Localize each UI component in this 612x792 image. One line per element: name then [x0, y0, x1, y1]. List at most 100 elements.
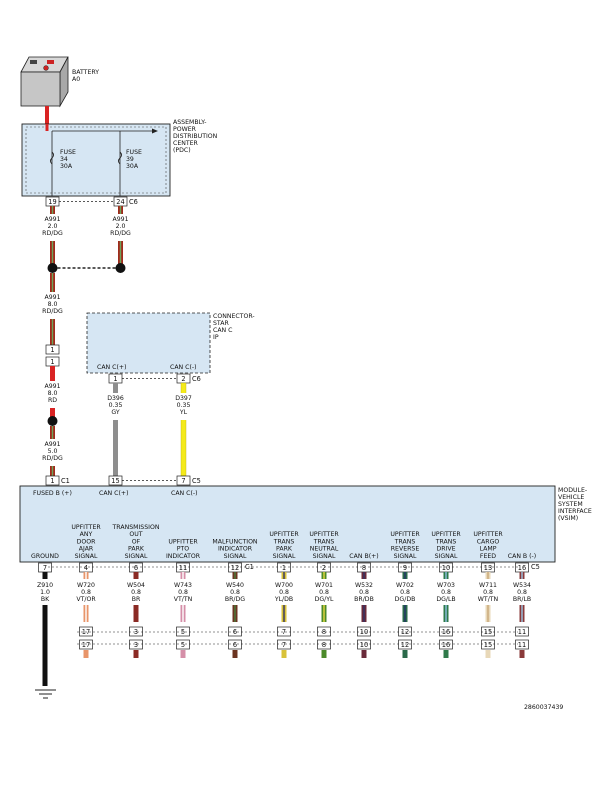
inline-pin-bottom-label: 12 [401, 641, 409, 649]
wire-label-line: W711 [479, 582, 497, 589]
circuit-label-line: TRANS [313, 538, 335, 545]
star-connector-c6: C6 [192, 375, 201, 383]
inline-pin-bottom-label: 15 [484, 641, 492, 649]
wire-label-line: W703 [437, 582, 455, 589]
vsim-output-circuits: GROUND7Z9101.0BKUPFITTERANYDOORAJARSIGNA… [31, 524, 536, 686]
circuit-label-line: FEED [480, 553, 496, 560]
circuit-label-line: OUT [129, 531, 142, 538]
inline-pin-top [357, 626, 371, 637]
wire-tail [133, 650, 139, 658]
circuit-label-line: UPFITTER [269, 531, 299, 538]
wire-tail [485, 650, 491, 658]
splice-dot-left [47, 263, 58, 273]
wire-label-line: 0.8 [178, 589, 188, 596]
circuit-label-line: UPFITTER [309, 531, 339, 538]
vsim-box [19, 485, 556, 563]
svg-text:15: 15 [111, 477, 119, 485]
pdc-inner-border [25, 126, 167, 194]
vsim-pin-label: 9 [403, 564, 407, 572]
document-id: 2860037439 [524, 704, 563, 711]
circuit-label-line: CAN B(+) [349, 553, 378, 560]
battery-icon [20, 56, 69, 108]
vsim-pin-label: 2 [322, 564, 326, 572]
wire-label-d397: D397 0.35 YL [175, 395, 192, 416]
inline-pin-top-label: 10 [360, 628, 368, 636]
circuit-label-line: DRIVE [436, 546, 455, 553]
svg-text:A991: A991 [44, 294, 60, 301]
wire-label-line: DG/DB [395, 596, 416, 603]
svg-text:2.0: 2.0 [48, 223, 58, 230]
wire-tail [519, 650, 525, 658]
svg-text:VEHICLE: VEHICLE [558, 494, 584, 501]
circuit-label-line: TRANSMISSION [112, 524, 160, 531]
circuit-label-line: OF [132, 538, 141, 545]
vsim-pin-label: 12 [231, 564, 239, 572]
wire-label-line: VT/OR [76, 596, 96, 603]
wire-tail [232, 650, 238, 658]
wire-label-line: BR/LB [513, 596, 531, 603]
circuit-label-line: SIGNAL [313, 553, 336, 560]
circuit-label-line: AJAR [79, 546, 94, 553]
svg-text:1: 1 [50, 358, 54, 366]
circuit-label-line: PARK [128, 546, 145, 553]
fuse-39-label: FUSE 39 30A [126, 149, 142, 170]
wire-d396 [113, 383, 118, 476]
svg-text:8.0: 8.0 [48, 301, 58, 308]
battery-code: A0 [72, 76, 80, 83]
pdc-connector-c6: C6 [129, 198, 138, 206]
wire-tail [281, 650, 287, 658]
battery-feed-wire [45, 106, 49, 124]
svg-text:(VSIM): (VSIM) [558, 515, 578, 522]
circuit-label-line: MALFUNCTION [212, 538, 258, 545]
wire-label-line: 1.0 [40, 589, 50, 596]
svg-text:D396: D396 [107, 395, 124, 402]
star-can-c-plus-label: CAN C(+) [97, 364, 126, 371]
wire-label-d396: D396 0.35 GY [107, 395, 124, 416]
inline-pin-bottom [228, 639, 242, 650]
inline-pin-bottom [277, 639, 291, 650]
inline-pin-top [277, 626, 291, 637]
inline-pin-bottom-label: 5 [181, 641, 185, 649]
circuit-label-line: TRANS [435, 538, 457, 545]
circuit-label-line: PARK [276, 546, 293, 553]
wire-label-line: VT/TN [174, 596, 193, 603]
inline-pin-top [398, 626, 412, 637]
vsim-pin-7-top [176, 475, 191, 486]
svg-text:RD: RD [48, 397, 57, 404]
pdc-pin-19-label: 19 [48, 198, 56, 206]
inline-pin-top [481, 626, 495, 637]
svg-text:A991: A991 [44, 383, 60, 390]
vsim-connector-c5-bottom: C5 [531, 563, 540, 571]
wire-label-line: Z910 [37, 582, 53, 589]
svg-text:5.0: 5.0 [48, 448, 58, 455]
wire-label-line: 0.8 [131, 589, 141, 596]
circuit-label-line: UPFITTER [431, 531, 461, 538]
svg-text:CAN C: CAN C [213, 327, 232, 334]
svg-text:POWER: POWER [173, 126, 197, 133]
svg-text:STAR: STAR [213, 320, 229, 327]
svg-text:30A: 30A [60, 163, 73, 170]
inline-pin-bottom-label: 10 [360, 641, 368, 649]
vsim-can-c-plus-label: CAN C(+) [99, 490, 128, 497]
wire-tail [180, 650, 186, 658]
splice-dot-fused-b [47, 416, 58, 426]
svg-text:0.35: 0.35 [109, 402, 123, 409]
circuit-8: UPFITTERTRANSREVERSESIGNAL9W7020.8DG/DB1… [390, 531, 420, 658]
wire-label-a991-8-rd: A991 8.0 RD [44, 383, 60, 404]
inline-pin-bottom-label: 7 [282, 641, 286, 649]
wire-label-line: YL/DB [274, 596, 293, 603]
wire-label-line: DG/LB [436, 596, 455, 603]
svg-text:INTERFACE: INTERFACE [558, 508, 592, 515]
circuit-label-line: GROUND [31, 553, 59, 560]
inline-pin-top-label: 11 [518, 628, 526, 636]
wire-label-line: 0.8 [441, 589, 451, 596]
vsim-fused-b-pin [45, 475, 60, 486]
wire-label-line: WT/TN [478, 596, 499, 603]
inline-pin-top [176, 626, 190, 637]
circuit-label-line: SIGNAL [435, 553, 458, 560]
